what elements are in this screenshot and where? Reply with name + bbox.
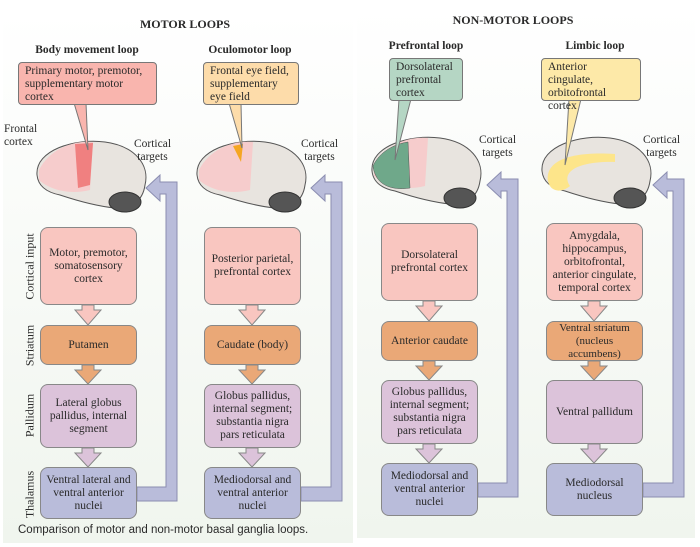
flow-arrow bbox=[237, 447, 267, 468]
body-movement-loop-title: Body movement loop bbox=[35, 44, 139, 56]
row-label-striatum: Striatum bbox=[22, 324, 37, 367]
motor-loops-title: MOTOR LOOPS bbox=[139, 17, 231, 31]
callout-limbic: Anterior cingulate, orbitofrontal cortex bbox=[541, 58, 641, 112]
figure-caption: Comparison of motor and non-motor basal … bbox=[18, 524, 309, 536]
callout-pointer bbox=[394, 98, 412, 161]
striatum-box: Caudate (body) bbox=[204, 325, 301, 365]
flow-arrow bbox=[237, 304, 267, 326]
nonmotor-loops-title: NON-MOTOR LOOPS bbox=[452, 13, 574, 27]
flow-arrow bbox=[73, 364, 103, 385]
cerebellum bbox=[443, 187, 477, 209]
pallidum-box: Globus pallidus, internal segment; subst… bbox=[204, 384, 301, 448]
flow-arrow bbox=[73, 447, 103, 468]
row-label-pallidum: Pallidum bbox=[22, 393, 37, 438]
thalamus-box: Mediodorsal and ventral anterior nuclei bbox=[204, 467, 301, 519]
return-arrow-to-cortex bbox=[136, 173, 178, 502]
prefrontal-region bbox=[372, 141, 411, 189]
flow-arrow bbox=[579, 443, 609, 464]
pallidum-box: Lateral globus pallidus, internal segmen… bbox=[40, 384, 137, 448]
flow-arrow bbox=[414, 300, 444, 322]
row-label-cortical-input: Cortical input bbox=[22, 233, 37, 300]
return-arrow-to-cortex bbox=[300, 173, 343, 502]
cerebellum bbox=[268, 191, 302, 213]
striatum-box: Putamen bbox=[40, 325, 137, 365]
callout-pointer bbox=[228, 102, 243, 149]
oculomotor-loop-title: Oculomotor loop bbox=[208, 44, 292, 56]
frontal-cortex-label: Frontal cortex bbox=[4, 123, 38, 148]
frontal-lobe bbox=[199, 141, 253, 192]
prefrontal-loop-title: Prefrontal loop bbox=[388, 40, 464, 52]
pallidum-box: Ventral pallidum bbox=[546, 380, 643, 444]
limbic-loop-title: Limbic loop bbox=[565, 40, 625, 52]
cortical-input-box: Amygdala, hippocampus, orbitofrontal, an… bbox=[546, 223, 643, 301]
cortical-targets-label: Cortical targets bbox=[133, 138, 172, 163]
callout-pointer bbox=[564, 98, 582, 166]
return-arrow-to-cortex bbox=[642, 170, 685, 498]
return-arrow-to-cortex bbox=[477, 170, 519, 498]
flow-arrow bbox=[414, 443, 444, 464]
flow-arrow bbox=[237, 364, 267, 385]
thalamus-box: Ventral lateral and ventral anterior nuc… bbox=[40, 467, 137, 519]
flow-arrow bbox=[579, 360, 609, 381]
limbic-region bbox=[547, 153, 615, 191]
pallidum-box: Globus pallidus, internal segment; subst… bbox=[381, 380, 478, 444]
thalamus-box: Mediodorsal nucleus bbox=[546, 463, 643, 516]
cortical-input-box: Motor, premotor, somatosensory cortex bbox=[40, 227, 137, 305]
striatum-box: Anterior caudate bbox=[381, 321, 478, 361]
callout-pointer bbox=[73, 102, 89, 151]
cortical-targets-label: Cortical targets bbox=[300, 138, 339, 163]
eye-field-region bbox=[233, 144, 243, 162]
row-label-thalamus: Thalamus bbox=[22, 470, 37, 519]
thalamus-box: Mediodorsal and ventral anterior nuclei bbox=[381, 463, 478, 516]
cortical-targets-label: Cortical targets bbox=[642, 134, 681, 159]
cortical-input-box: Dorsolateral prefrontal cortex bbox=[381, 223, 478, 301]
cortical-input-box: Posterior parietal, prefrontal cortex bbox=[204, 227, 301, 305]
flow-arrow bbox=[73, 304, 103, 326]
callout-prefrontal: Dorsolateral prefrontal cortex bbox=[389, 58, 463, 101]
motor-cortex-region bbox=[75, 143, 93, 188]
cerebellum bbox=[613, 187, 647, 209]
cortical-targets-label: Cortical targets bbox=[478, 134, 517, 159]
striatum-box: Ventral striatum (nucleus accumbens) bbox=[546, 321, 643, 361]
flow-arrow bbox=[579, 300, 609, 322]
flow-arrow bbox=[414, 360, 444, 381]
cerebellum bbox=[108, 191, 142, 213]
callout-motor-cortex: Primary motor, premotor, supplementary m… bbox=[18, 62, 157, 105]
callout-eye-field: Frontal eye field, supplementary eye fie… bbox=[203, 62, 299, 105]
